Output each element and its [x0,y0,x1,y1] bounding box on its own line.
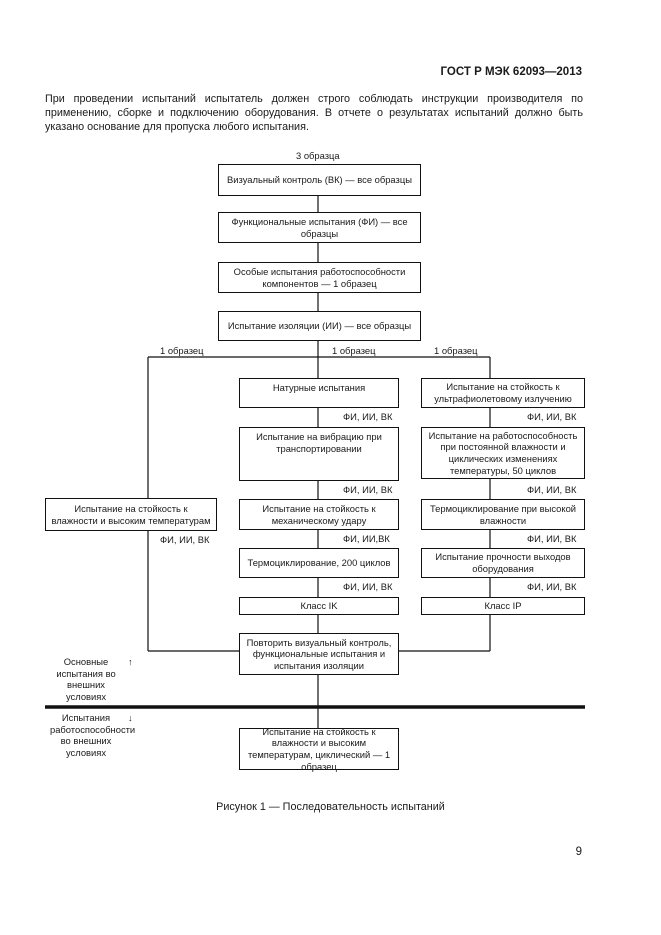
branch-left-label: 1 образец [160,345,204,356]
humid-thermocycling-box: Термоциклирование при высокой влажности [421,499,585,530]
right-after-3: ФИ, ИИ, ВК [527,533,577,544]
side-note-upper: Основные испытания во внешних условиях [56,656,116,702]
visual-inspection-box: Визуальный контроль (ВК) — все образцы [218,164,421,196]
mid-after-1: ФИ, ИИ, ВК [343,411,393,422]
mechanical-shock-box: Испытание на стойкость к механическому у… [239,499,399,530]
class-ik-box: Класс IK [239,597,399,615]
special-tests-text: Особые испытания работоспособности компо… [233,265,406,289]
terminal-strength-box: Испытание прочности выходов оборудования [421,548,585,578]
humidity-heat-text: Испытание на стойкость к влажности и выс… [51,502,211,526]
terminal-strength-text: Испытание прочности выходов оборудования [435,551,571,574]
uv-test-box: Испытание на стойкость к ультрафиолетово… [421,378,585,408]
cyclic-humidity-text: Испытание на стойкость к влажности и выс… [247,725,391,772]
branch-mid-label: 1 образец [332,345,376,356]
document-header: ГОСТ Р МЭК 62093—2013 [440,66,582,78]
visual-inspection-text: Визуальный контроль (ВК) — все образцы [227,174,412,186]
figure-caption: Рисунок 1 — Последовательность испытаний [216,801,445,813]
down-arrow-icon: ↓ [128,712,133,723]
mid-after-3: ФИ, ИИ,ВК [343,533,390,544]
class-ip-text: Класс IP [484,600,522,612]
right-after-4: ФИ, ИИ, ВК [527,581,577,592]
field-tests-box: Натурные испытания [239,378,399,408]
repeat-tests-box: Повторить визуальный контроль, функциона… [239,633,399,675]
mid-after-2: ФИ, ИИ, ВК [343,484,393,495]
left-after-label: ФИ, ИИ, ВК [160,534,210,545]
mechanical-shock-text: Испытание на стойкость к механическому у… [262,502,376,526]
uv-test-text: Испытание на стойкость к ультрафиолетово… [434,381,572,404]
functional-tests-box: Функциональные испытания (ФИ) — все обра… [218,212,421,243]
top-sample-label: 3 образца [296,150,340,161]
page-number: 9 [575,846,582,858]
intro-paragraph: При проведении испытаний испытатель долж… [45,93,583,134]
vibration-test-text: Испытание на вибрацию при транспортирова… [256,431,382,454]
damp-heat-cycling-box: Испытание на работоспособность при посто… [421,427,585,479]
class-ik-text: Класс IK [300,600,338,612]
right-after-2: ФИ, ИИ, ВК [527,484,577,495]
cyclic-humidity-box: Испытание на стойкость к влажности и выс… [239,725,399,772]
thermocycling-text: Термоциклирование, 200 циклов [247,557,391,569]
damp-heat-cycling-text: Испытание на работоспособность при посто… [428,429,578,476]
mid-after-4: ФИ, ИИ, ВК [343,581,393,592]
right-after-1: ФИ, ИИ, ВК [527,411,577,422]
field-tests-text: Натурные испытания [272,382,366,393]
vibration-test-box: Испытание на вибрацию при транспортирова… [239,427,399,481]
humidity-heat-box: Испытание на стойкость к влажности и выс… [45,498,217,531]
humid-thermocycling-text: Термоциклирование при высокой влажности [429,502,577,526]
class-ip-box: Класс IP [421,597,585,615]
branch-right-label: 1 образец [434,345,478,356]
repeat-tests-text: Повторить визуальный контроль, функциона… [246,636,392,671]
insulation-test-box: Испытание изоляции (ИИ) — все образцы [218,311,421,341]
special-tests-box: Особые испытания работоспособности компо… [218,262,421,293]
side-note-lower: Испытания работоспособности во внешних у… [50,712,136,758]
functional-tests-text: Функциональные испытания (ФИ) — все обра… [231,215,408,239]
up-arrow-icon: ↑ [128,656,133,667]
insulation-test-text: Испытание изоляции (ИИ) — все образцы [227,320,412,332]
thermocycling-box: Термоциклирование, 200 циклов [239,548,399,578]
